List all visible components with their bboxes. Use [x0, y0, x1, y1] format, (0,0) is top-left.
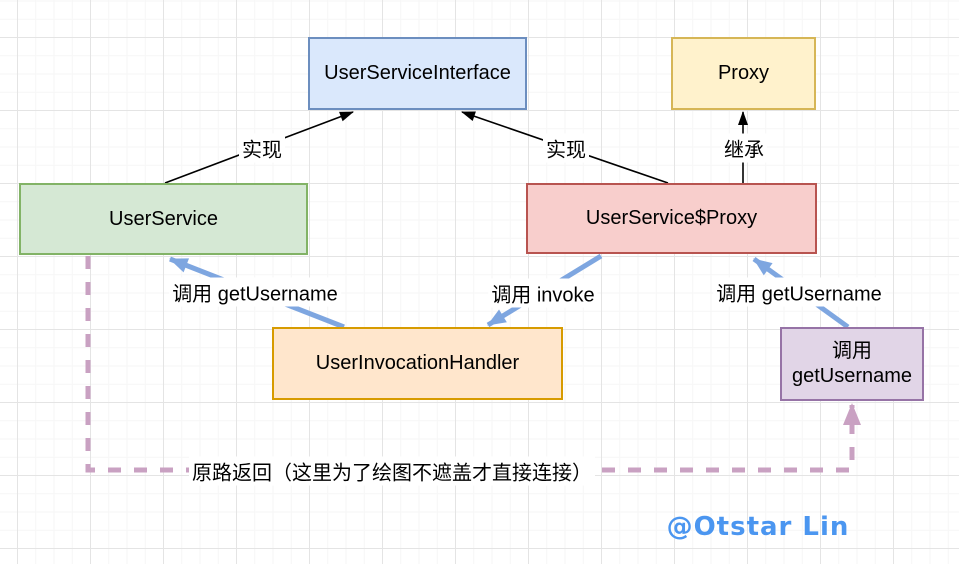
node-user-service-proxy: UserService$Proxy: [526, 183, 817, 254]
call-invoke-label: 调用 invoke: [488, 278, 598, 308]
node-user-invocation-handler: UserInvocationHandler: [272, 327, 563, 400]
implements-label-left: 实现: [239, 133, 285, 163]
node-proxy: Proxy: [671, 37, 816, 110]
node-user-service-interface: UserServiceInterface: [308, 37, 527, 110]
node-user-service: UserService: [19, 183, 308, 255]
node-call-get-username: 调用 getUsername: [780, 327, 924, 401]
watermark-otstar-lin: @Otstar Lin: [666, 512, 850, 542]
call-get-username-label-right: 调用 getUsername: [713, 277, 885, 307]
implements-label-right: 实现: [543, 133, 589, 163]
return-path-label: 原路返回（这里为了绘图不遮盖才直接连接）: [189, 456, 595, 486]
return-path-edge: [85, 256, 861, 473]
call-get-username-label-left: 调用 getUsername: [169, 277, 341, 307]
inherits-label: 继承: [721, 133, 767, 163]
